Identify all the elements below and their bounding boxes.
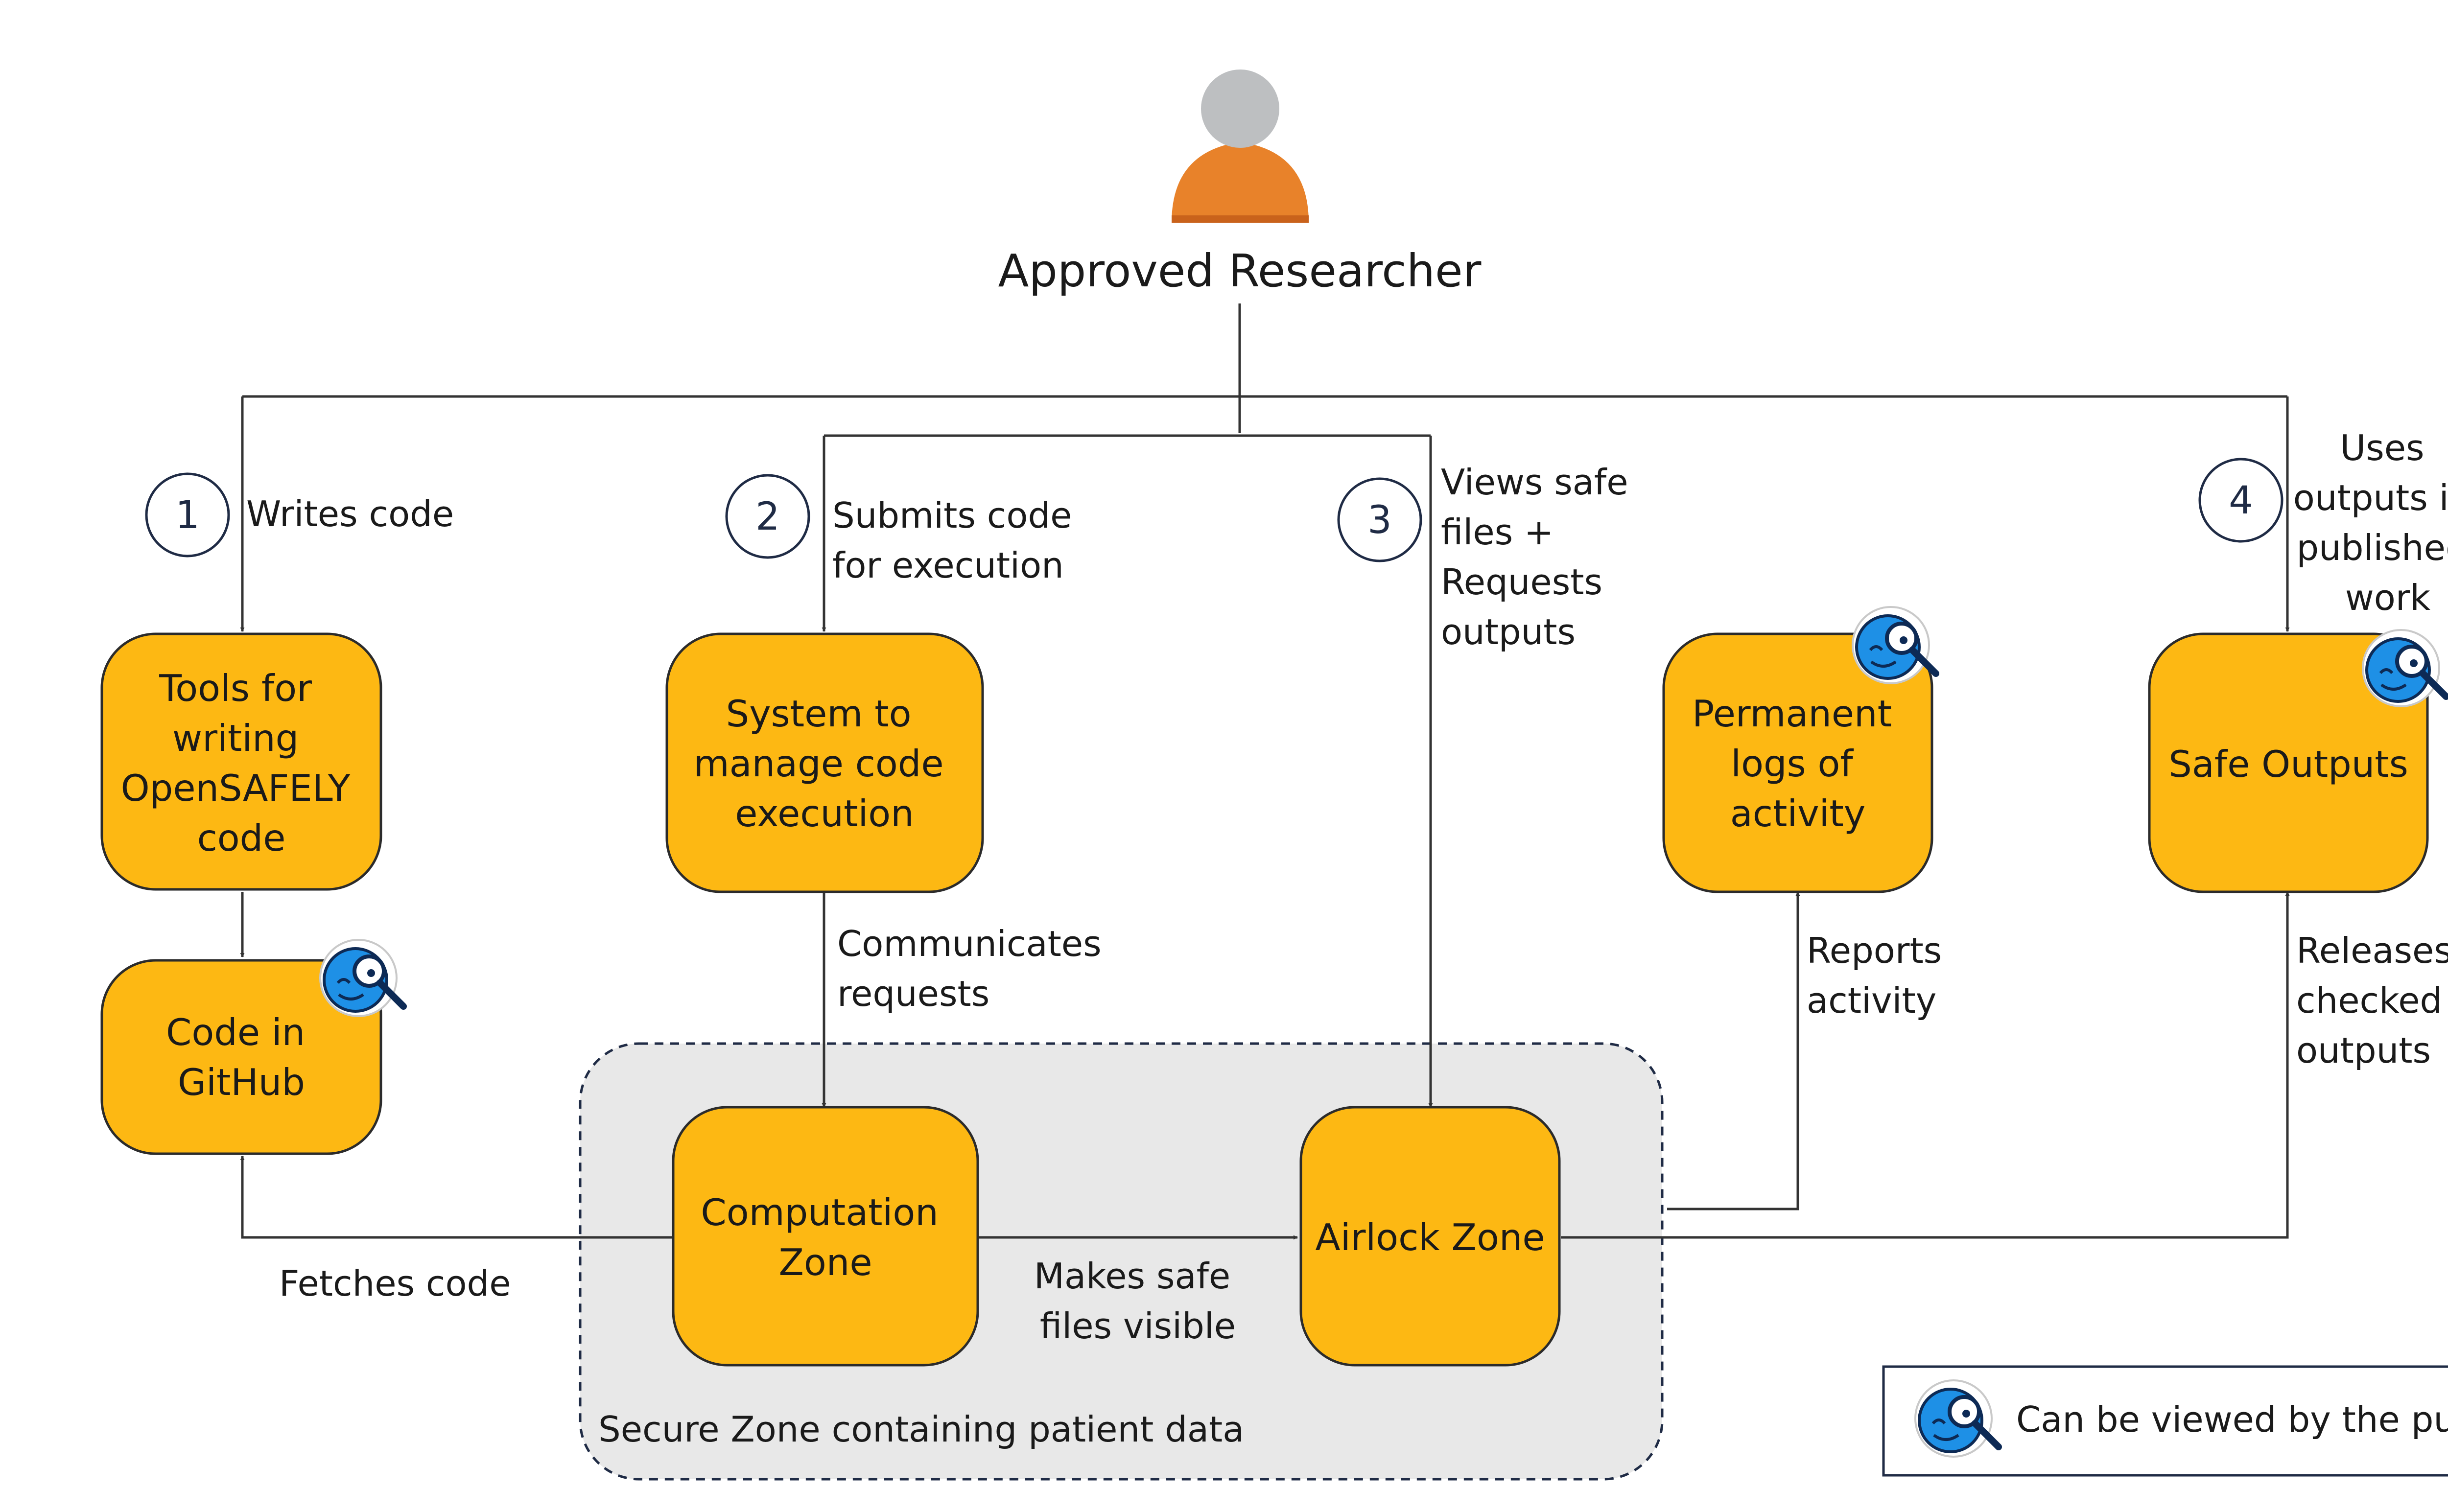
makes-visible-label: Makes safe files visible — [1034, 1256, 1242, 1347]
outputs-label-line: Safe Outputs — [2168, 743, 2408, 786]
svg-text:Permanent logs of: Permanent logs of activity — [1692, 692, 1904, 835]
tools-label-line: code — [197, 816, 286, 860]
uses-outputs-label: Uses outputs in published work — [2293, 427, 2448, 618]
communicates-label: Communicates requests — [837, 923, 1113, 1014]
system-label-line: System to — [726, 692, 912, 735]
svg-text:System to manage code: System to manage code execution — [694, 692, 956, 835]
svg-text:Code in GitHub: Code in GitHub — [166, 1011, 317, 1104]
approved-researcher: Approved Researcher — [998, 70, 1482, 297]
computation-label-line: Zone — [779, 1241, 872, 1284]
edge-labels: Writes code Submits code for execution V… — [246, 427, 2448, 1347]
submits-code-label: Submits code for execution — [832, 495, 1083, 586]
tools-label-line: Tools for — [159, 667, 312, 710]
computation-label-line: Computation — [701, 1191, 939, 1234]
step-3-number: 3 — [1367, 498, 1392, 542]
legend-label: Can be viewed by the public — [2016, 1399, 2448, 1440]
views-files-label: Views safe files + Requests outputs — [1441, 462, 1639, 652]
node-system: System to manage code execution — [665, 632, 984, 893]
researcher-label: Approved Researcher — [998, 245, 1482, 297]
node-safe-outputs: Safe Outputs — [2148, 630, 2446, 893]
reports-activity-label: Reports activity — [1807, 930, 1953, 1021]
svg-text:Tools for writing: Tools for writing OpenSAFELY code — [121, 667, 362, 860]
airlock-label-line: Airlock Zone — [1315, 1216, 1545, 1259]
person-icon — [1172, 70, 1309, 223]
node-airlock-zone: Airlock Zone — [1299, 1106, 1561, 1367]
releases-outputs-label: Releases checked outputs — [2296, 930, 2448, 1071]
fetches-code-label: Fetches code — [279, 1263, 511, 1304]
svg-text:Airlock Zone: Airlock Zone — [1315, 1216, 1545, 1259]
node-github: Code in GitHub — [100, 940, 403, 1155]
legend: Can be viewed by the public — [1882, 1365, 2448, 1477]
line-computation-to-github — [240, 1156, 673, 1239]
step-4-number: 4 — [2229, 479, 2253, 523]
writes-code-label: Writes code — [246, 493, 454, 535]
public-view-icon — [320, 940, 403, 1016]
svg-text:Computation Zone: Computation Zone — [701, 1191, 950, 1284]
step-2-number: 2 — [755, 495, 780, 539]
line-airlock-to-logs — [1667, 891, 1800, 1210]
logs-label-line: activity — [1730, 792, 1865, 835]
github-label-line: GitHub — [178, 1061, 305, 1104]
system-label-line: execution — [735, 792, 914, 835]
system-label-line: manage code — [694, 742, 944, 785]
node-tools: Tools for writing OpenSAFELY code — [100, 632, 382, 891]
public-view-icon — [2363, 630, 2446, 706]
github-label-line: Code in — [166, 1011, 305, 1054]
tools-label-line: OpenSAFELY — [121, 767, 351, 810]
step-3-circle — [1337, 477, 1422, 562]
logs-label-line: Permanent — [1692, 692, 1892, 735]
connectors — [240, 303, 2290, 1240]
step-markers: 1 2 3 4 — [145, 458, 2283, 562]
line-airlock-to-outputs — [1561, 891, 2290, 1239]
svg-text:Safe Outputs: Safe Outputs — [2168, 743, 2408, 786]
secure-zone-label: Secure Zone containing patient data — [598, 1409, 1244, 1450]
step-1-circle — [145, 472, 230, 558]
node-computation-zone: Computation Zone — [672, 1106, 979, 1367]
tools-label-line: writing — [172, 717, 299, 760]
logs-label-line: logs of — [1731, 742, 1854, 785]
step-2-circle — [725, 474, 810, 559]
step-4-circle — [2198, 458, 2283, 543]
node-logs: Permanent logs of activity — [1662, 607, 1936, 893]
step-1-number: 1 — [175, 493, 200, 537]
